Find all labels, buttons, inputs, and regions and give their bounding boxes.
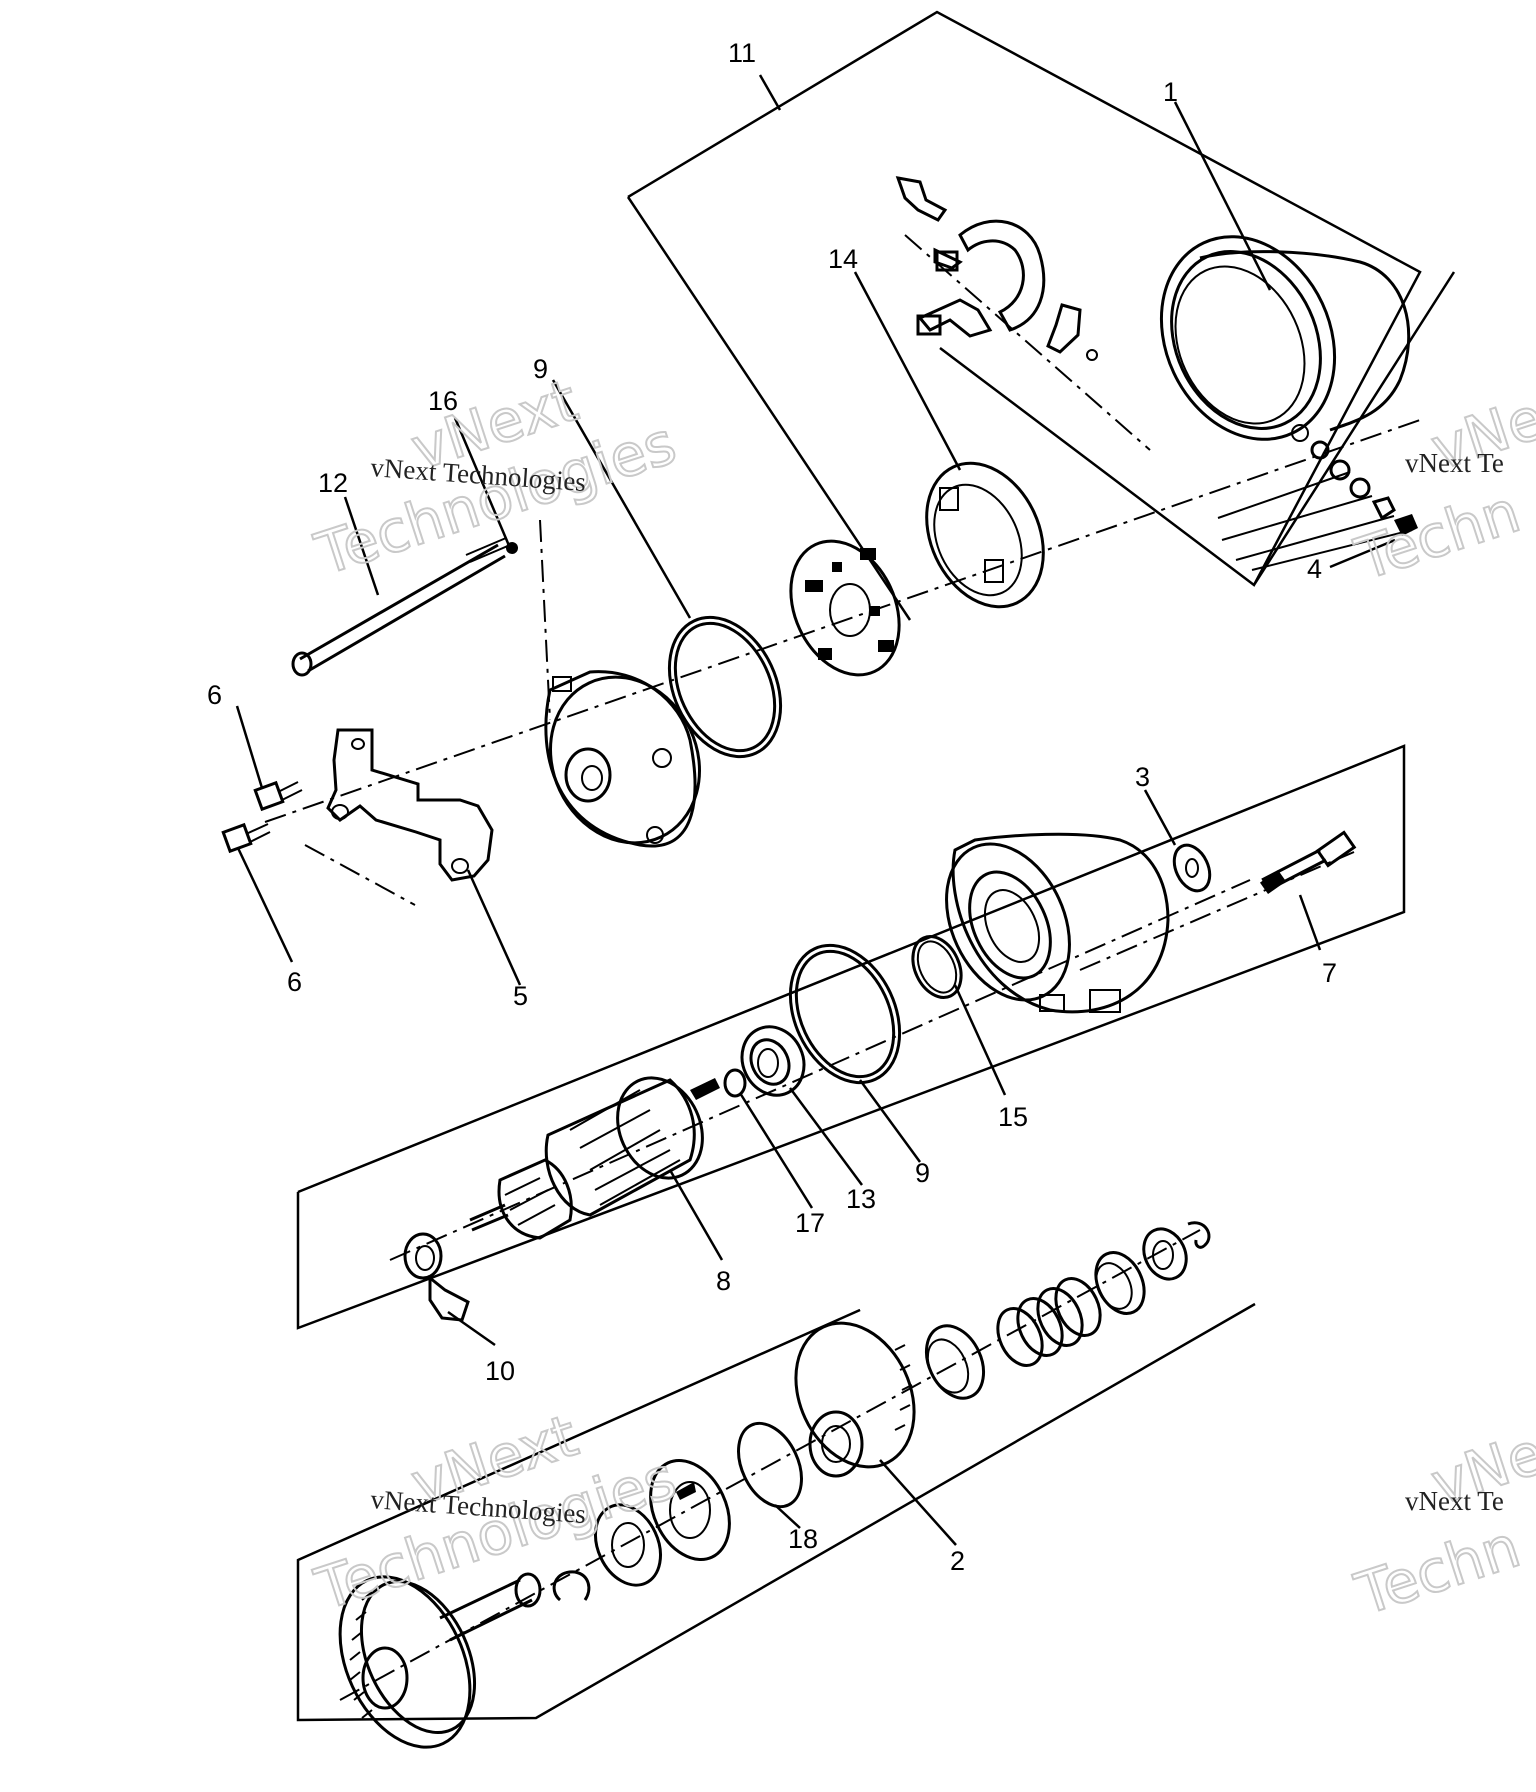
terminal-part-10 [403, 1232, 470, 1322]
callout-14: 14 [828, 244, 858, 274]
callout-9-lower: 9 [915, 1158, 930, 1188]
spring-collar [1094, 1251, 1146, 1315]
bolt-part-7 [1259, 830, 1357, 895]
callout-12: 12 [318, 468, 348, 498]
stop-collar [594, 1503, 662, 1587]
bracket-part-5 [326, 728, 494, 882]
o-ring-part-9-upper [667, 615, 783, 759]
snap-ring-part-17 [723, 1068, 747, 1098]
watermark-top-left: vNext Technologies vNext Technologies [306, 365, 684, 589]
callout-8: 8 [716, 1266, 731, 1296]
front-housing [945, 832, 1170, 1014]
washer-part-3 [1172, 843, 1212, 893]
bolt-part-6-lower [221, 822, 271, 854]
snap-ring-right [1187, 1221, 1211, 1249]
pinion-shaft-gear [338, 1572, 542, 1749]
watermark-small-cut-2: vNext Te [1405, 1486, 1504, 1516]
o-ring-part-18 [737, 1421, 803, 1509]
callout-9-upper: 9 [533, 354, 548, 384]
c-ring-lower-left [552, 1570, 591, 1602]
callout-7: 7 [1322, 958, 1337, 988]
bolt-part-6-upper [253, 780, 303, 812]
callout-4: 4 [1307, 554, 1322, 584]
brush-terminal-parts [895, 176, 1151, 451]
centerline-rear [264, 419, 1421, 906]
pinion-drive-part-2 [794, 1321, 916, 1478]
watermark-big-techn: Techn [1347, 477, 1527, 593]
bushing [1142, 1227, 1188, 1281]
callout-1: 1 [1163, 77, 1178, 107]
callout-5: 5 [513, 981, 528, 1011]
callout-11: 11 [728, 38, 756, 68]
o-ring-part-9-lower [788, 943, 902, 1085]
callout-3: 3 [1135, 762, 1150, 792]
callout-6-lower: 6 [287, 967, 302, 997]
callout-labels: 1 2 3 4 5 6 6 7 8 9 9 10 11 12 13 14 15 … [207, 38, 1337, 1576]
o-ring-part-15 [911, 935, 963, 999]
through-bolt-part-12 [291, 537, 518, 677]
yoke-housing-part-1 [1159, 235, 1411, 441]
armature-part-8 [469, 1076, 720, 1240]
clutch-plate [649, 1458, 731, 1562]
callout-13: 13 [846, 1184, 876, 1214]
leader-lines [235, 74, 1396, 1546]
callout-10: 10 [485, 1356, 515, 1386]
insulator-part-14 [925, 461, 1045, 609]
bearing-part-13 [740, 1025, 806, 1097]
watermark-bottom-right: vNe Techn vNext Te [1346, 1418, 1536, 1630]
watermark-small-cut: vNext Te [1405, 448, 1504, 478]
callout-2: 2 [950, 1546, 965, 1576]
rear-end-cover [544, 670, 701, 848]
callout-15: 15 [998, 1102, 1028, 1132]
brush-holder [789, 539, 901, 677]
centerline-armature [297, 745, 1405, 1261]
callout-17: 17 [795, 1208, 825, 1238]
watermark-top-right: vNe Techn vNext Te [1346, 383, 1536, 595]
hardware-part-4 [1217, 424, 1418, 571]
spring [996, 1277, 1102, 1367]
group-frame-armature [296, 744, 1406, 1330]
callout-16: 16 [428, 386, 458, 416]
watermark-big-techn-2: Techn [1347, 1512, 1527, 1628]
callout-18: 18 [788, 1524, 818, 1554]
sleeve [924, 1324, 986, 1400]
callout-6-upper: 6 [207, 680, 222, 710]
